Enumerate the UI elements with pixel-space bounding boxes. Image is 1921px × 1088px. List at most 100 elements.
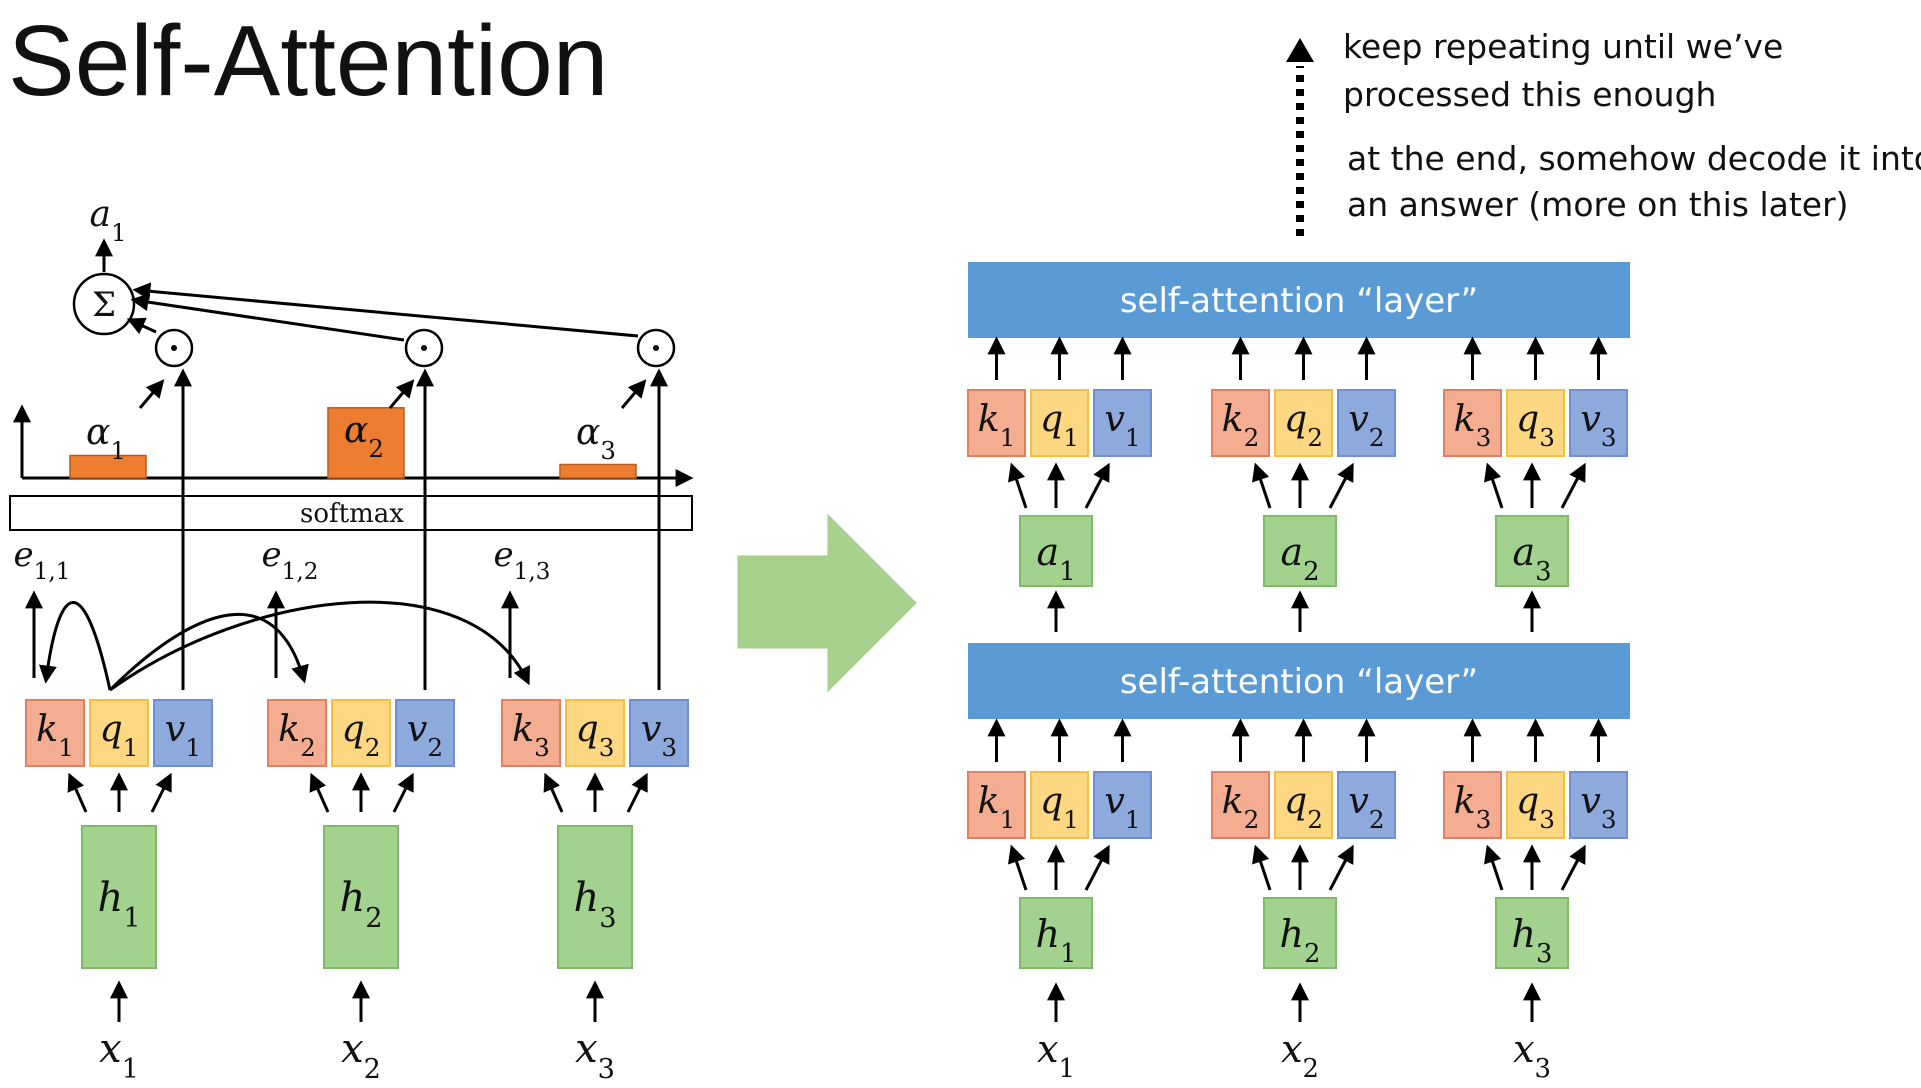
left-group-1-key-label-base: k <box>36 707 58 750</box>
left-group-1-hidden-box <box>81 825 157 969</box>
left-group-3-query-label-base: q <box>576 707 599 750</box>
bottom-group-3-x-label: x3 <box>1513 1027 1551 1084</box>
output-label-base: a <box>89 194 110 235</box>
bottom-group-3-input-box <box>1495 897 1569 969</box>
bottom-group-1-x-label-base: x <box>1037 1027 1058 1071</box>
bottom-group-1-query-label: q1 <box>1040 779 1079 834</box>
alpha-to-multiply-arrow-2 <box>388 379 415 409</box>
output-label-subscript: 1 <box>111 218 127 247</box>
bottom-group-2-x-label: x2 <box>1281 1027 1319 1084</box>
multiply-2-to-sum-arrow <box>130 293 405 342</box>
left-group-1-key-label: k1 <box>36 707 74 762</box>
alpha-to-multiply-arrow-1 <box>138 379 165 409</box>
alpha-label-3: α3 <box>576 412 616 465</box>
bottom-group-1-value-label-subscript: 1 <box>1125 804 1141 833</box>
bottom-group-3-x-label-subscript: 3 <box>1535 1054 1551 1084</box>
alpha-label-2-subscript: 2 <box>368 434 384 463</box>
top-group-2-value-label: v2 <box>1348 397 1384 452</box>
top-group-3-key-label-base: k <box>1454 397 1476 440</box>
bottom-group-1-input-label-subscript: 1 <box>1060 939 1076 969</box>
query-key-curve-3 <box>109 600 530 692</box>
alpha-bar-2 <box>327 407 405 479</box>
bottom-group-1-value-box <box>1093 771 1152 839</box>
top-group-2-query-box <box>1274 389 1333 457</box>
alpha-label-3-subscript: 3 <box>600 436 616 465</box>
left-group-2-hidden-label-base: h <box>339 875 365 921</box>
bottom-group-1-input-label: h1 <box>1036 912 1077 969</box>
left-group-2-value-label: v2 <box>407 707 443 762</box>
score-label-3-subscript: 1,3 <box>514 559 551 585</box>
left-group-1-to-key-arrow <box>67 772 88 813</box>
top-group-3-query-label: q3 <box>1516 397 1555 452</box>
left-group-3-query-label-subscript: 3 <box>599 732 615 761</box>
top-group-2-input-label: a2 <box>1280 530 1319 587</box>
left-group-3-hidden-label-subscript: 3 <box>599 903 616 934</box>
top-group-2-input-box <box>1263 515 1337 587</box>
top-group-1-input-label-base: a <box>1036 530 1059 574</box>
left-group-2-query-label-base: q <box>342 707 365 750</box>
bottom-group-3-input-label-base: h <box>1512 912 1536 956</box>
top-group-1-query-label-subscript: 1 <box>1063 422 1079 451</box>
bottom-group-1-query-box <box>1030 771 1089 839</box>
bottom-group-2-input-box <box>1263 897 1337 969</box>
left-group-1-input-label: x1 <box>99 1026 139 1085</box>
multiply-dot-1 <box>171 345 177 351</box>
left-group-1-value-box <box>153 699 213 767</box>
top-group-1-key-label: k1 <box>978 397 1016 452</box>
bottom-group-2-key-box <box>1211 771 1270 839</box>
top-group-2-key-label-subscript: 2 <box>1244 422 1260 451</box>
bottom-group-2-query-label: q2 <box>1284 779 1323 834</box>
bottom-group-2-query-label-subscript: 2 <box>1307 804 1323 833</box>
bottom-group-3-query-label-base: q <box>1516 779 1539 822</box>
left-group-3-hidden-label: h3 <box>573 875 616 934</box>
left-group-1-query-box <box>89 699 149 767</box>
bottom-group-2-value-label-subscript: 2 <box>1369 804 1385 833</box>
left-group-2-to-key-arrow <box>309 772 330 813</box>
left-group-3-value-label: v3 <box>641 707 677 762</box>
top-group-1-query-box <box>1030 389 1089 457</box>
bottom-group-1-key-label: k1 <box>978 779 1016 834</box>
top-group-1-input-label-subscript: 1 <box>1059 557 1075 587</box>
left-group-2-input-label-subscript: 2 <box>364 1054 381 1085</box>
top-group-3-value-label: v3 <box>1580 397 1616 452</box>
left-group-3-query-box <box>565 699 625 767</box>
score-label-2-base: e <box>262 535 282 575</box>
left-group-1-input-label-base: x <box>99 1026 122 1072</box>
top-group-2-to-key-arrow <box>1252 462 1272 509</box>
score-label-1: e1,1 <box>14 535 71 585</box>
top-group-2-value-label-subscript: 2 <box>1369 422 1385 451</box>
bottom-group-1-to-value-arrow <box>1084 844 1110 891</box>
left-group-2-hidden-box <box>323 825 399 969</box>
bottom-group-2-to-key-arrow <box>1252 844 1272 891</box>
bottom-group-3-value-label: v3 <box>1580 779 1616 834</box>
top-group-1-key-label-subscript: 1 <box>1000 422 1016 451</box>
bottom-group-2-x-label-subscript: 2 <box>1303 1054 1319 1084</box>
left-group-3-hidden-box <box>557 825 633 969</box>
top-group-3-key-label: k3 <box>1454 397 1492 452</box>
page-title: Self-Attention <box>8 5 609 117</box>
alpha-label-1-base: α <box>86 412 110 453</box>
bottom-group-1-to-key-arrow <box>1008 844 1028 891</box>
top-group-3-key-box <box>1443 389 1502 457</box>
top-group-3-input-box <box>1495 515 1569 587</box>
multiply-dot-2 <box>421 345 427 351</box>
bottom-group-3-key-label-base: k <box>1454 779 1476 822</box>
top-group-3-value-label-base: v <box>1580 397 1601 440</box>
bottom-group-3-key-label-subscript: 3 <box>1476 804 1492 833</box>
left-group-2-value-label-base: v <box>407 707 428 750</box>
top-group-2-key-label: k2 <box>1222 397 1260 452</box>
bottom-group-2-key-label-base: k <box>1222 779 1244 822</box>
top-group-1-key-box <box>967 389 1026 457</box>
score-label-3: e1,3 <box>494 535 551 585</box>
top-group-2-input-label-subscript: 2 <box>1303 557 1319 587</box>
left-group-3-to-key-arrow <box>543 772 564 813</box>
left-group-1-key-label-subscript: 1 <box>58 732 74 761</box>
bottom-group-3-value-label-base: v <box>1580 779 1601 822</box>
output-label: a1 <box>89 194 126 247</box>
left-group-1-query-label-subscript: 1 <box>123 732 139 761</box>
left-group-2-value-box <box>395 699 455 767</box>
score-label-2: e1,2 <box>262 535 319 585</box>
